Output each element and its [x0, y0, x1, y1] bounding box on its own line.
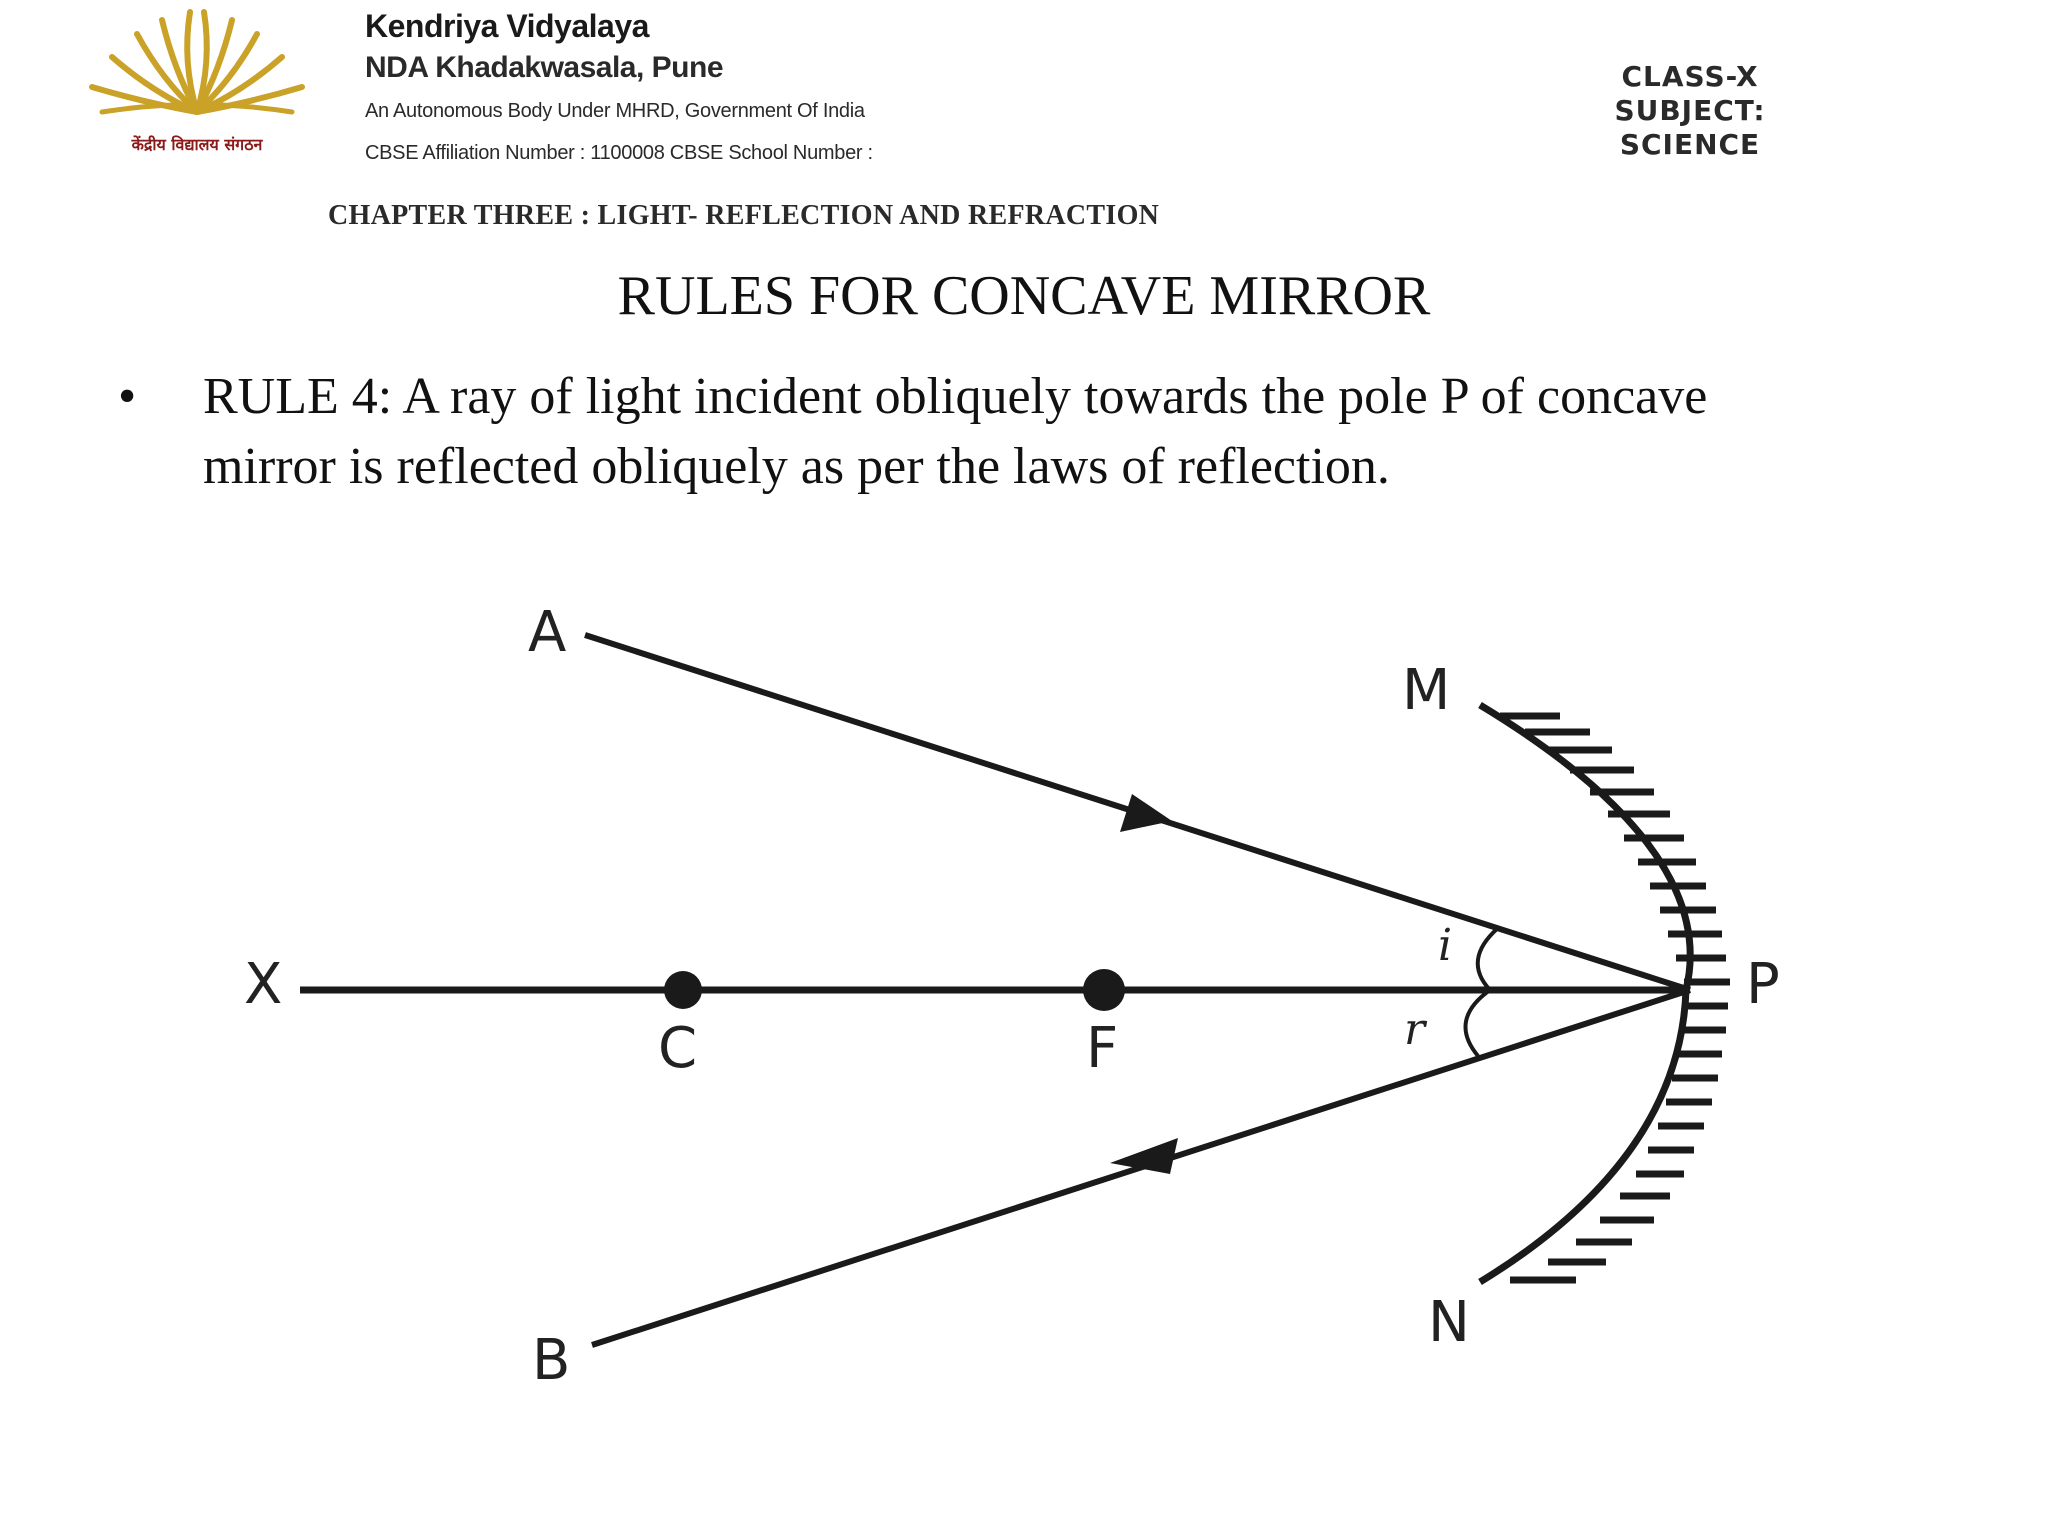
- school-name: Kendriya Vidyalaya: [365, 8, 649, 44]
- affiliation-info: CBSE Affiliation Number : 1100008 CBSE S…: [365, 142, 873, 164]
- slide-title: RULES FOR CONCAVE MIRROR: [617, 265, 1431, 327]
- subject-label: SUBJECT:: [1614, 94, 1766, 127]
- point-b-label: B: [532, 1328, 571, 1393]
- logo-hindi-text: केंद्रीय विद्यालय संगठन: [131, 135, 264, 154]
- point-a-label: A: [528, 600, 567, 665]
- bullet-icon: •: [118, 368, 137, 425]
- class-subject-box: CLASS-X SUBJECT: SCIENCE: [1560, 60, 1820, 162]
- point-f-label: F: [1086, 1016, 1119, 1081]
- concave-mirror-ray-diagram: A B M N X C F P i r: [0, 520, 2048, 1536]
- reflected-arrowhead: [1110, 1138, 1178, 1174]
- angle-i-label: i: [1438, 920, 1453, 971]
- incident-arrowhead: [1120, 794, 1172, 832]
- angle-r-label: r: [1404, 1004, 1426, 1055]
- center-of-curvature-point: [664, 971, 702, 1009]
- kendriya-vidyalaya-logo: केंद्रीय विद्यालय संगठन: [89, 9, 305, 154]
- rule-text-line-2: mirror is reflected obliquely as per the…: [203, 438, 1390, 495]
- pole-p-label: P: [1746, 952, 1780, 1017]
- subject-value: SCIENCE: [1619, 128, 1761, 161]
- rule-bullet-item: • RULE 4: A ray of light incident obliqu…: [118, 362, 1918, 502]
- point-n-label: N: [1428, 1290, 1470, 1355]
- mirror-hatching: [1500, 712, 1730, 1284]
- class-label: CLASS-X: [1621, 60, 1759, 93]
- school-campus: NDA Khadakwasala, Pune: [365, 51, 724, 84]
- slide-header: केंद्रीय विद्यालय संगठन Kendriya Vidyala…: [0, 0, 2048, 240]
- angle-r-arc: [1463, 988, 1492, 1058]
- point-x-label: X: [244, 952, 283, 1017]
- point-m-label: M: [1402, 658, 1451, 723]
- angle-i-arc: [1475, 926, 1500, 992]
- point-c-label: C: [658, 1016, 698, 1081]
- ray-diagram-svg: [300, 632, 1730, 1348]
- focus-point: [1083, 969, 1125, 1011]
- chapter-title: CHAPTER THREE : LIGHT- REFLECTION AND RE…: [328, 200, 1160, 231]
- school-info: Kendriya Vidyalaya NDA Khadakwasala, Pun…: [365, 6, 873, 174]
- governing-body: An Autonomous Body Under MHRD, Governmen…: [365, 100, 865, 122]
- rule-text-line-1: RULE 4: A ray of light incident obliquel…: [203, 368, 1708, 425]
